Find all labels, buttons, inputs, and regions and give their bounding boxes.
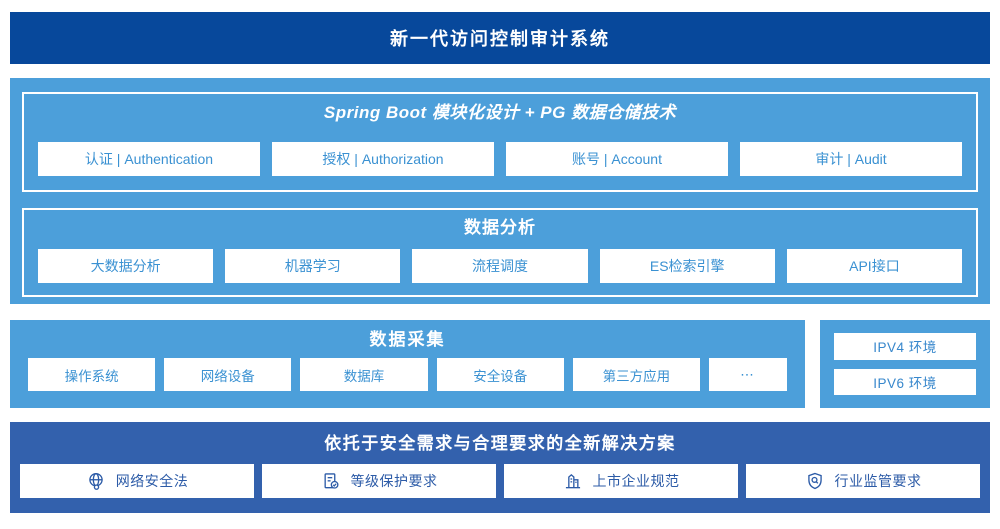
data-collection-section: 数据采集 操作系统 网络设备 数据库 安全设备 第三方应用 ⋯ (10, 320, 805, 408)
network-environment-panel: IPV4 环境 IPV6 环境 (820, 320, 990, 408)
collect-box-security-device: 安全设备 (436, 358, 564, 391)
ipv4-environment-box: IPV4 环境 (834, 333, 976, 360)
collect-box-thirdparty: 第三方应用 (572, 358, 701, 391)
page-title: 新一代访问控制审计系统 (390, 29, 610, 49)
solution-box-industry-regulation: 行业监管要求 (746, 464, 980, 498)
data-analysis-subsection: 数据分析 大数据分析 机器学习 流程调度 ES检索引擎 API接口 (22, 208, 978, 297)
solution-title: 依托于安全需求与合理要求的全新解决方案 (324, 434, 676, 453)
module-box-authentication: 认证 | Authentication (38, 142, 260, 176)
data-collection-row: 操作系统 网络设备 数据库 安全设备 第三方应用 ⋯ (28, 358, 788, 391)
solution-box-classified-protection: 等级保护要求 (262, 464, 496, 498)
springboot-module-row: 认证 | Authentication 授权 | Authorization 账… (38, 142, 962, 176)
solution-box-label: 行业监管要求 (834, 473, 922, 489)
springboot-title: Spring Boot 模块化设计 + PG 数据仓储技术 (323, 103, 677, 122)
solution-box-listed-company: 上市企业规范 (504, 464, 738, 498)
shield-search-icon (805, 471, 825, 491)
data-analysis-row: 大数据分析 机器学习 流程调度 ES检索引擎 API接口 (38, 249, 963, 283)
collect-box-database: 数据库 (300, 358, 428, 391)
data-analysis-title: 数据分析 (464, 218, 536, 237)
solution-row: 网络安全法 等级保护要求 (20, 464, 980, 498)
solution-box-label: 上市企业规范 (592, 473, 680, 489)
collect-box-network-device: 网络设备 (164, 358, 292, 391)
module-box-authorization: 授权 | Authorization (272, 142, 494, 176)
analysis-box-es: ES检索引擎 (599, 249, 775, 283)
analysis-box-workflow: 流程调度 (412, 249, 588, 283)
analysis-box-ml: 机器学习 (225, 249, 401, 283)
solution-section: 依托于安全需求与合理要求的全新解决方案 网络安全法 (10, 422, 990, 513)
ipv6-environment-box: IPV6 环境 (834, 368, 976, 395)
globe-icon (86, 471, 106, 491)
solution-box-label: 等级保护要求 (350, 473, 438, 489)
module-box-audit: 审计 | Audit (740, 142, 962, 176)
checklist-check-icon (321, 471, 341, 491)
header-banner: 新一代访问控制审计系统 (10, 12, 990, 64)
data-collection-title: 数据采集 (369, 330, 446, 349)
analysis-box-api: API接口 (786, 249, 963, 283)
springboot-subsection: Spring Boot 模块化设计 + PG 数据仓储技术 认证 | Authe… (22, 92, 978, 192)
collect-box-os: 操作系统 (28, 358, 156, 391)
platform-section: Spring Boot 模块化设计 + PG 数据仓储技术 认证 | Authe… (10, 78, 990, 304)
building-icon (563, 471, 583, 491)
solution-box-cybersecurity-law: 网络安全法 (20, 464, 254, 498)
analysis-box-bigdata: 大数据分析 (38, 249, 214, 283)
solution-box-label: 网络安全法 (115, 473, 189, 489)
module-box-account: 账号 | Account (506, 142, 728, 176)
collect-box-more: ⋯ (709, 358, 788, 391)
